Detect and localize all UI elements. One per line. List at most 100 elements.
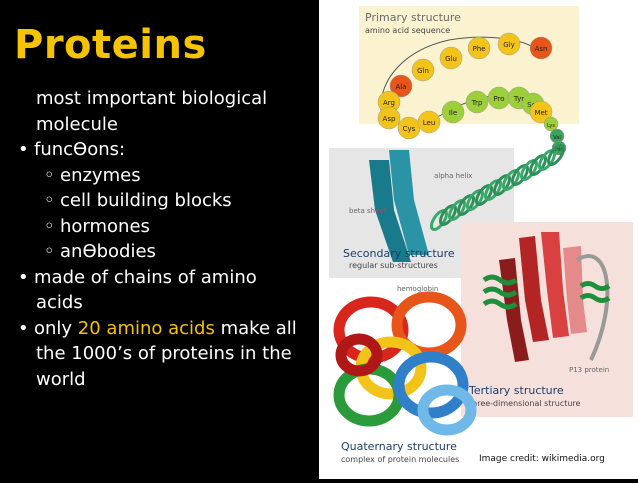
protein-structure-diagram: Primary structure amino acid sequence Ph… [329, 6, 633, 464]
image-credit: Image credit: wikimedia.org [479, 454, 605, 464]
tertiary-subtitle: three-dimensional structure [469, 399, 581, 408]
amino-acid-bead: Ala [389, 74, 413, 98]
sub-bullet-item: ◦enzymes [18, 163, 308, 189]
tertiary-title: Tertiary structure [468, 384, 564, 397]
helix-turn [482, 286, 518, 298]
tertiary-helix [579, 281, 611, 303]
tertiary-ribbon [482, 232, 611, 362]
bullet-text: hormones [60, 215, 150, 237]
bead-label: Arg [383, 99, 395, 107]
quaternary-title: Quaternary structure [341, 440, 457, 453]
amino-acid-bead: Gln [411, 58, 435, 82]
bead-label: Trp [471, 99, 483, 107]
bullet-continuation: acids [36, 292, 83, 313]
protein-structure-figure: Primary structure amino acid sequence Ph… [319, 0, 638, 479]
helix-coil [537, 149, 557, 171]
primary-subtitle: amino acid sequence [365, 26, 450, 35]
bead-label: Cys [403, 125, 416, 133]
bullet-text: enzymes [60, 164, 141, 186]
bead-label: Leu [423, 119, 436, 127]
sub-bullet-item: ◦cell building blocks [18, 188, 308, 214]
alpha-helix-label: alpha helix [434, 172, 472, 180]
amino-acid-bead: Ile [441, 100, 465, 124]
bead-label: Phe [473, 45, 486, 53]
beta-sheet-shape [369, 160, 411, 262]
bead-label: Gln [417, 67, 429, 75]
subunit-coil [417, 384, 477, 436]
beta-sheet-shape [389, 150, 429, 255]
sub-bullet-marker: ◦ [44, 241, 55, 262]
sub-bullet-item: ◦anƟbodies [18, 239, 308, 265]
helix-turn [482, 274, 518, 286]
amino-acid-bead: Val [549, 128, 565, 144]
bead-circle [497, 32, 521, 56]
bead-label: Gly [503, 41, 515, 49]
quaternary-protein-label: hemoglobin [397, 285, 438, 293]
bullet-text: anƟbodies [60, 241, 156, 262]
bullet-text-after: make all [214, 317, 297, 339]
beta-strand [519, 236, 549, 342]
amino-acid-bead: Glu [439, 46, 463, 70]
secondary-title: Secondary structure [343, 247, 455, 260]
beta-strand [563, 246, 587, 334]
primary-title: Primary structure [365, 11, 461, 24]
helix-coil [528, 154, 548, 176]
bead-label: Asp [383, 115, 396, 123]
bead-label: Met [534, 109, 547, 117]
amino-acid-bead: Phe [467, 36, 491, 60]
sub-bullet-marker: ◦ [44, 190, 55, 211]
bullet-text: funcƟons: [34, 139, 126, 160]
helix-coil [546, 144, 566, 166]
bead-circle [377, 106, 401, 130]
bullet-marker: • [18, 317, 29, 339]
bullet-continuation: most important biological [36, 88, 268, 109]
bead-label: His [555, 147, 563, 153]
subunit-coil [335, 333, 383, 377]
bead-circle [529, 100, 553, 124]
helix-coil [519, 159, 539, 181]
bead-circle [467, 36, 491, 60]
tertiary-protein-label: P13 protein [569, 366, 609, 374]
helix-turn [579, 281, 611, 291]
bead-circle [439, 46, 463, 70]
bullet-item: •made of chains of amino [18, 265, 308, 291]
helix-turn [579, 293, 611, 303]
sub-bullet-item: ◦hormones [18, 214, 308, 240]
subunit-coil [393, 351, 469, 419]
amino-acid-bead: Trp [465, 90, 489, 114]
sub-bullet-marker: ◦ [44, 164, 55, 186]
bead-circle [543, 116, 559, 132]
amino-acid-bead: Gly [497, 32, 521, 56]
bead-circle [529, 36, 553, 60]
bead-circle [389, 74, 413, 98]
bullet-text-before: only [34, 317, 78, 339]
amino-acid-bead: Cys [397, 116, 421, 140]
amino-acid-bead: Pro [487, 86, 511, 110]
bullet-marker: • [18, 266, 29, 288]
sub-bullet-marker: ◦ [44, 215, 55, 237]
amino-acid-bead: Asn [529, 36, 553, 60]
bead-label: Val [553, 135, 561, 141]
amino-acid-bead: Leu [417, 110, 441, 134]
bullet-continuation: the 1000’s of proteins in the [36, 343, 292, 364]
tertiary-helix [482, 274, 518, 310]
amino-acid-bead: Asp [377, 106, 401, 130]
bullet-text: cell building blocks [60, 190, 232, 211]
bead-label: Pro [493, 95, 504, 103]
secondary-subtitle: regular sub-structures [349, 261, 438, 270]
slide-title: Proteins [14, 22, 207, 68]
bead-circle [465, 90, 489, 114]
bullet-marker: • [18, 139, 29, 160]
bead-label: Ala [395, 83, 406, 91]
quaternary-subtitle: complex of protein molecules [341, 455, 459, 464]
alpha-helix-coils [429, 144, 566, 231]
beta-strand [541, 232, 569, 338]
bullet-text: made of chains of amino [34, 266, 257, 288]
bead-label: Ile [449, 109, 457, 117]
bead-label: Asn [535, 45, 548, 53]
bead-circle [441, 100, 465, 124]
amino-acid-bead: Arg [377, 90, 401, 114]
amino-acid-bead: Lys [543, 116, 559, 132]
